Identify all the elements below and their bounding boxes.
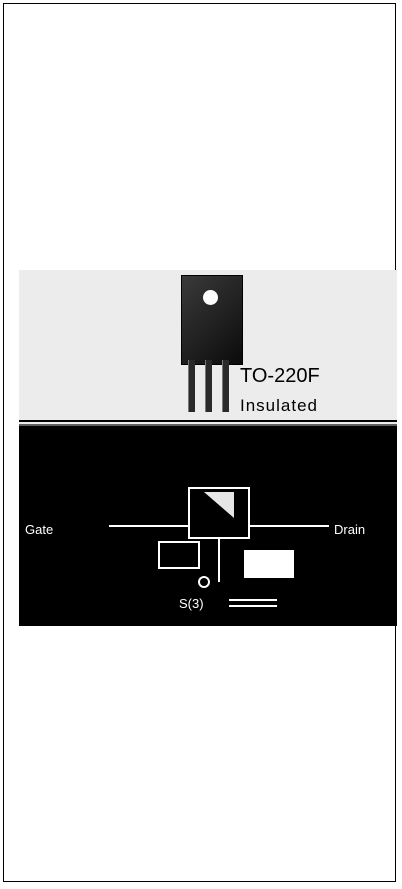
separator-line xyxy=(19,420,397,422)
source-pin-label: S(3) xyxy=(179,596,204,611)
schematic-area xyxy=(19,426,397,626)
package-lead-2 xyxy=(205,360,212,412)
product-image: TO-220F Insulated Gate Drain S(3) xyxy=(19,270,397,626)
mosfet-schematic xyxy=(109,487,329,607)
separator-line xyxy=(19,424,397,426)
package-photo-area: TO-220F Insulated xyxy=(19,270,397,426)
package-lead-1 xyxy=(188,360,195,412)
body-diode-symbol xyxy=(204,492,234,518)
drain-pin-label: Drain xyxy=(334,522,366,537)
package-lead-3 xyxy=(222,360,229,412)
transistor-symbol xyxy=(158,541,200,569)
package-subtitle: Insulated xyxy=(240,396,318,415)
substrate-block xyxy=(244,550,294,578)
package-name: TO-220F xyxy=(240,365,320,387)
gate-pin-label: Gate xyxy=(25,522,54,537)
source-terminal xyxy=(198,576,210,588)
mounting-hole xyxy=(203,290,218,305)
to220f-package-body xyxy=(181,275,243,365)
